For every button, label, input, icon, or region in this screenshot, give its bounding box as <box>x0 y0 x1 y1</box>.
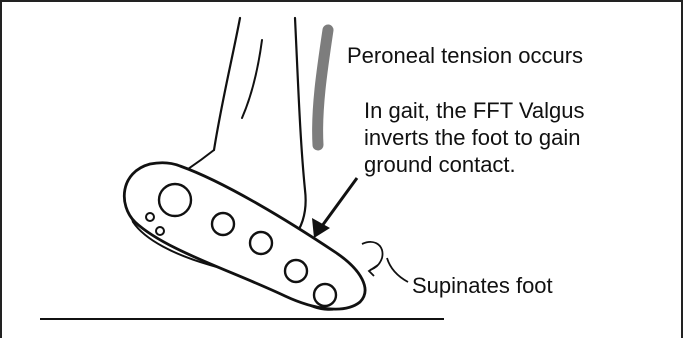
insole-dot-3 <box>285 260 307 282</box>
peroneal-tendon <box>318 30 328 145</box>
insole-dot-4 <box>314 284 336 306</box>
insole-dot-2 <box>250 232 272 254</box>
peroneal-tension-label: Peroneal tension occurs <box>347 42 583 69</box>
leg-outline-left <box>214 18 240 150</box>
contact-arrow-shaft <box>322 178 357 226</box>
supination-curve-arrow <box>362 242 383 270</box>
insole-dot-heel <box>159 184 191 216</box>
gait-line-3: ground contact. <box>364 151 585 178</box>
leg-outline-inner <box>242 40 262 118</box>
insole-dot-small-2 <box>156 227 164 235</box>
gait-description-label: In gait, the FFT Valgus inverts the foot… <box>364 97 585 178</box>
insole-dot-1 <box>212 213 234 235</box>
gait-line-1: In gait, the FFT Valgus <box>364 97 585 124</box>
supination-curve-arrow-head <box>369 265 378 276</box>
supinates-leader <box>387 258 408 282</box>
leg-outline-right <box>292 18 306 240</box>
supinates-foot-label: Supinates foot <box>412 272 553 299</box>
insole-dot-small-1 <box>146 213 154 221</box>
gait-line-2: inverts the foot to gain <box>364 124 585 151</box>
